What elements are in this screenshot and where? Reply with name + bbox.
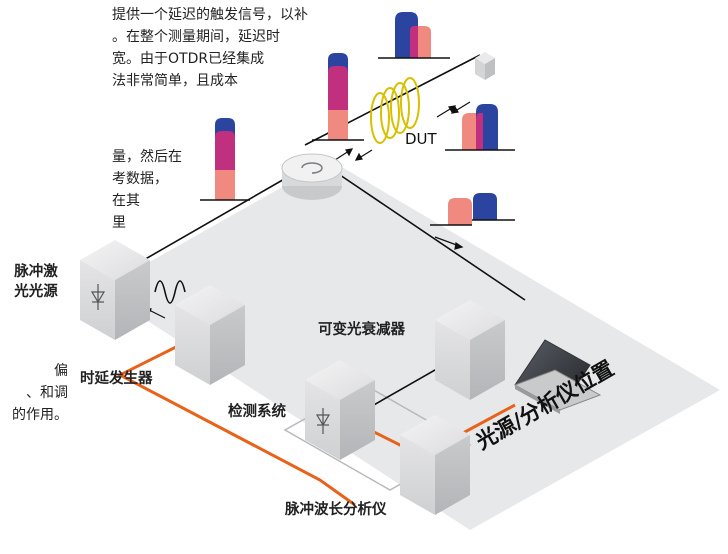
paragraph-mid-line-2: 考数据， — [112, 171, 168, 187]
paragraph-mid-line-4: 里 — [112, 215, 126, 231]
label-delay-generator: 时延发生器 — [80, 371, 153, 387]
circulator — [281, 153, 343, 200]
pulse-stack-mid — [312, 53, 364, 141]
paragraph-left: 偏 、和调 的作用。 — [0, 360, 68, 426]
pulse-stack-left — [200, 118, 250, 201]
fiber-coil — [370, 77, 420, 144]
paragraph-top-line-2: 。在整个测量期间，延迟时 — [112, 29, 280, 45]
paragraph-top-line-4: 法非常简单，且成本 — [112, 73, 238, 89]
paragraph-top-line-1: 提供一个延迟的触发信号，以补 — [112, 7, 308, 23]
label-wavelength-analyzer: 脉冲波长分析仪 — [285, 502, 387, 518]
paragraph-mid-line-3: 在其 — [112, 193, 140, 209]
pulse-pair-dut — [445, 104, 515, 151]
paragraph-top: 提供一个延迟的触发信号，以补 。在整个测量期间，延迟时 宽。由于OTDR已经集成… — [112, 4, 308, 92]
label-pulse-laser-line-1: 脉冲激 — [14, 264, 58, 280]
paragraph-top-line-3: 宽。由于OTDR已经集成 — [112, 51, 265, 67]
sine-wave — [154, 280, 186, 304]
paragraph-left-line-1: 偏 — [54, 363, 68, 379]
delay-generator-cube — [175, 285, 245, 385]
label-variable-attenuator: 可变光衰减器 — [318, 322, 405, 338]
analyzer-cube — [400, 415, 470, 515]
label-dut: DUT — [405, 130, 437, 148]
paragraph-left-line-3: 的作用。 — [12, 407, 68, 423]
attenuator-cube — [435, 300, 505, 400]
label-pulse-laser-line-2: 光光源 — [14, 284, 58, 300]
paragraph-left-line-2: 、和调 — [26, 385, 68, 401]
pulse-laser-cube — [80, 240, 150, 340]
fiber-end-cube — [475, 52, 495, 80]
pulse-pair-top — [378, 12, 450, 59]
label-detection-system: 检测系统 — [228, 404, 286, 420]
paragraph-mid: 量，然后在 考数据， 在其 里 — [112, 146, 182, 234]
laptop — [513, 339, 602, 414]
platform — [100, 160, 720, 530]
detection-cube — [305, 360, 375, 460]
direction-arrows — [143, 101, 471, 319]
pulse-pair-right — [430, 193, 515, 226]
label-pulse-laser: 脉冲激 光光源 — [0, 262, 72, 302]
paragraph-mid-line-1: 量，然后在 — [112, 149, 182, 165]
